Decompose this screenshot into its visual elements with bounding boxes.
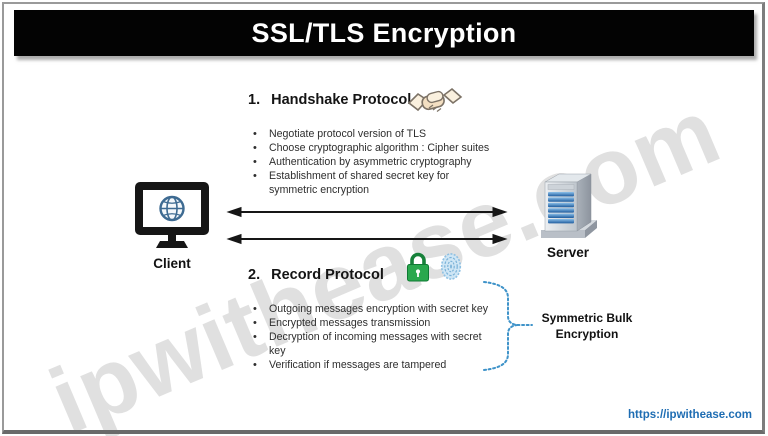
record-bullet-list: Outgoing messages encryption with secret… xyxy=(252,302,537,372)
handshake-bullet: Choose cryptographic algorithm : Cipher … xyxy=(252,141,537,155)
globe-icon xyxy=(159,195,185,222)
curly-brace-icon xyxy=(483,281,533,371)
handshake-section-heading: 1. Handshake Protocol xyxy=(248,92,411,108)
handshake-bullet: Negotiate protocol version of TLS xyxy=(252,127,537,141)
record-section-title: Record Protocol xyxy=(271,267,384,283)
fingerprint-icon xyxy=(440,253,462,280)
server-label: Server xyxy=(546,245,590,260)
handshake-icon xyxy=(407,87,463,112)
monitor-icon xyxy=(135,182,209,248)
handshake-bullet-list: Negotiate protocol version of TLS Choose… xyxy=(252,127,537,197)
footer-website-link[interactable]: https://ipwithease.com xyxy=(628,409,752,421)
page-title: SSL/TLS Encryption xyxy=(251,17,517,48)
handshake-section-title: Handshake Protocol xyxy=(271,92,412,108)
record-section-number: 2. xyxy=(248,267,261,283)
handshake-bullet: Authentication by asymmetric cryptograph… xyxy=(252,155,537,169)
record-bullet: Outgoing messages encryption with secret… xyxy=(252,302,537,316)
title-bar: SSL/TLS Encryption xyxy=(14,10,754,56)
server-icon xyxy=(541,173,597,238)
lock-icon xyxy=(407,252,429,282)
client-node: Client xyxy=(128,180,216,271)
symmetric-bulk-encryption-label: Symmetric Bulk Encryption xyxy=(528,311,646,342)
bidirectional-arrows-icon xyxy=(226,206,508,245)
record-bullet: Verification if messages are tampered xyxy=(252,358,537,372)
handshake-bullet: Establishment of shared secret key for s… xyxy=(252,169,537,197)
brace-label-line1: Symmetric Bulk xyxy=(541,311,633,325)
handshake-section-number: 1. xyxy=(248,92,261,108)
record-section-heading: 2. Record Protocol xyxy=(248,267,384,283)
client-label: Client xyxy=(153,256,191,271)
server-node: Server xyxy=(532,170,604,260)
record-bullet: Encrypted messages transmission xyxy=(252,316,537,330)
record-bullet: Decryption of incoming messages with sec… xyxy=(252,330,537,358)
brace-label-line2: Encryption xyxy=(555,326,619,341)
